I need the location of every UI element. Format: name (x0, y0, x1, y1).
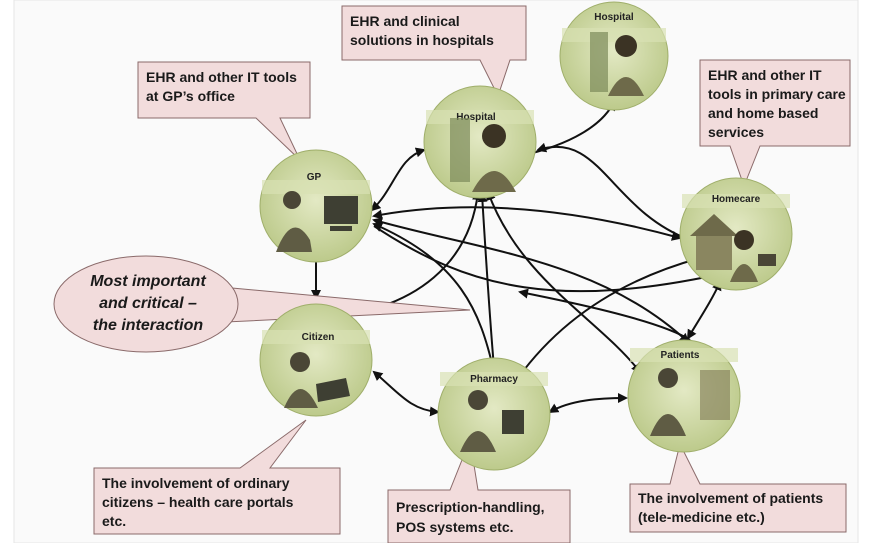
arrow-patients-hospital (518, 288, 691, 341)
callout-homecare-line-2: tools in primary care (708, 86, 846, 102)
node-hospital-center-label: Hospital (456, 112, 496, 123)
node-pharmacy: Pharmacy (437, 357, 551, 471)
callout-hospital-line-2: solutions in hospitals (350, 32, 494, 48)
node-gp: GP (259, 149, 373, 263)
callout-pharmacy-line-2: POS systems etc. (396, 519, 514, 535)
node-pharmacy-label: Pharmacy (470, 374, 518, 385)
node-citizen-label: Citizen (302, 332, 335, 343)
callout-homecare-line-1: EHR and other IT (708, 67, 822, 83)
callout-patients-line-2: (tele-medicine etc.) (638, 509, 765, 525)
node-patients-label: Patients (661, 350, 700, 361)
connection-arrows (311, 100, 732, 417)
callout-homecare-line-4: services (708, 124, 764, 140)
callout-pharmacy: Prescription-handling, POS systems etc. (387, 438, 571, 543)
callout-citizen-line-2: citizens – health care portals (102, 494, 294, 510)
person-with-laptop-icon (284, 352, 350, 408)
callout-hospital-line-1: EHR and clinical (350, 13, 460, 29)
interaction-line-1: Most important (90, 273, 206, 290)
node-hospital-top: Hospital (559, 1, 669, 111)
pharmacist-at-register-icon (460, 390, 524, 452)
arrow-hospital-patients (486, 190, 642, 374)
callout-citizen-line-1: The involvement of ordinary (102, 475, 290, 491)
doctor-at-computer-icon (276, 191, 358, 252)
node-homecare: Homecare (679, 177, 793, 291)
callout-citizen-line-3: etc. (102, 513, 126, 529)
doctor-figure-icon (590, 32, 644, 96)
callout-patients-line-1: The involvement of patients (638, 490, 823, 506)
callout-gp: EHR and other IT tools at GP’s office (137, 61, 311, 161)
interaction-line-3: the interaction (93, 317, 203, 334)
callout-homecare-line-3: and home based (708, 105, 818, 121)
callout-gp-line-1: EHR and other IT tools (146, 69, 297, 85)
node-hospital-top-label: Hospital (594, 12, 634, 23)
node-homecare-label: Homecare (712, 194, 761, 205)
doctor-figure-icon (450, 118, 516, 192)
callout-citizen: The involvement of ordinary citizens – h… (93, 419, 341, 535)
callout-pharmacy-line-1: Prescription-handling, (396, 499, 545, 515)
node-gp-label: GP (307, 172, 322, 183)
node-citizen: Citizen (259, 303, 373, 417)
arrow-homecare-pharmacy (516, 257, 701, 380)
interaction-line-2: and critical – (99, 295, 197, 312)
callout-gp-line-2: at GP’s office (146, 88, 235, 104)
callout-homecare: EHR and other IT tools in primary care a… (699, 59, 851, 188)
node-hospital-center: Hospital (423, 85, 537, 199)
callout-patients: The involvement of patients (tele-medici… (629, 442, 847, 533)
node-patients: Patients (627, 339, 741, 453)
arrow-citizen-homecare (373, 225, 732, 293)
arrow-citizen-pharmacy (372, 370, 440, 417)
arrow-pharmacy-patients (548, 393, 628, 414)
house-icon (690, 214, 776, 282)
patient-figure-icon (650, 368, 730, 436)
callout-hospital: EHR and clinical solutions in hospitals (341, 5, 527, 98)
